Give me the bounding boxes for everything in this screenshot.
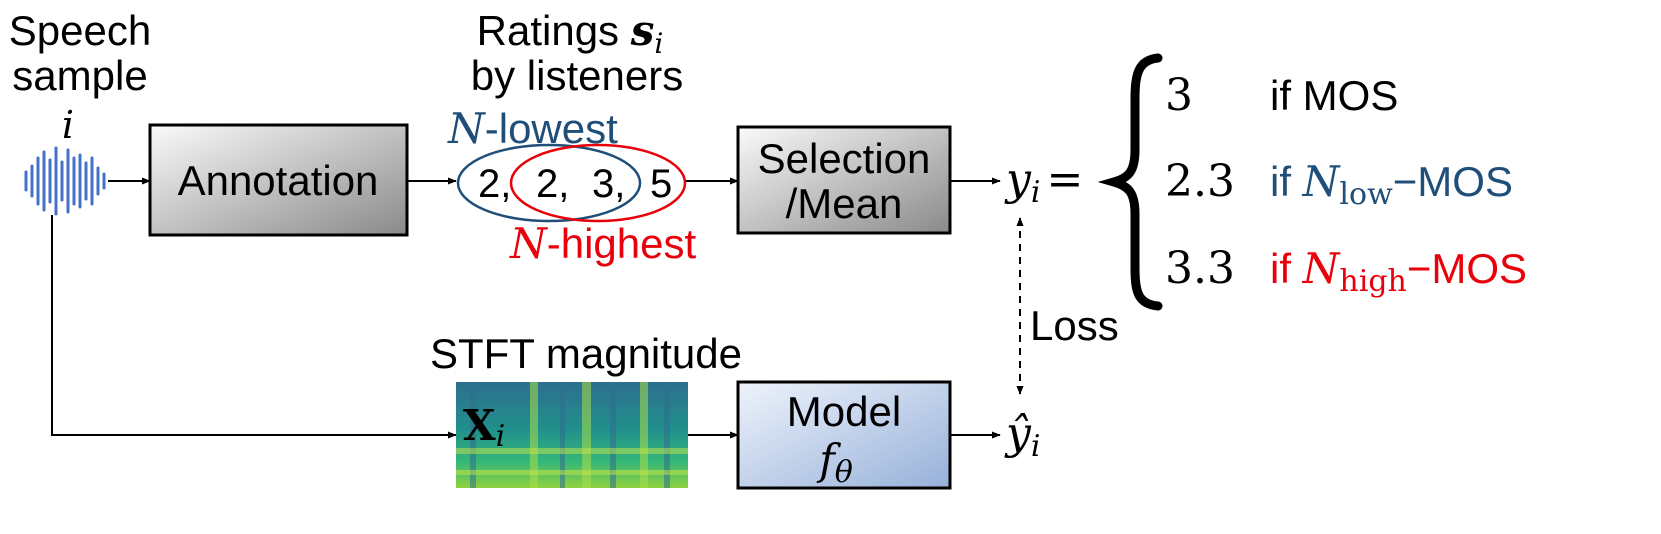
ratings-title-text: Ratings [477, 7, 631, 54]
waveform-icon [24, 146, 106, 216]
model-label: Model [787, 388, 901, 435]
speech-label-line1: Speech [9, 7, 151, 54]
rating-value-1: 2, [478, 162, 511, 206]
case-nlow-var: N [1302, 157, 1341, 206]
target-label: yi= [1004, 154, 1083, 210]
prediction-var: ŷ [1004, 408, 1032, 459]
prediction-sub: i [1031, 429, 1041, 464]
case-nhigh-suffix: −MOS [1407, 245, 1527, 292]
selection-mean-box [736, 125, 952, 235]
stft-symbol: Xi [463, 401, 505, 454]
annotation-label: Annotation [178, 157, 379, 204]
mean-label: /Mean [786, 180, 903, 227]
target-equals: = [1046, 154, 1083, 205]
annotation-box [148, 123, 409, 237]
n-highest-text: -highest [547, 220, 697, 267]
stft-spectrogram [456, 382, 688, 488]
case-nhigh-condition: if Nhigh−MOS [1270, 244, 1527, 299]
case-nlow-condition: if Nlow−MOS [1270, 157, 1513, 212]
n-lowest-var: N [447, 104, 486, 153]
speech-label-line2: sample [12, 52, 147, 99]
cases-brace [1097, 53, 1163, 311]
case-nhigh-sub: high [1339, 264, 1406, 299]
prediction-label: ŷi [1004, 408, 1040, 464]
n-lowest-ellipse [456, 143, 642, 223]
case-mos-value: 3 [1165, 70, 1193, 121]
stft-title: STFT magnitude [430, 330, 742, 377]
loss-label: Loss [1030, 302, 1119, 349]
case-nlow-prefix: if [1270, 158, 1303, 205]
selection-label: Selection [758, 135, 931, 182]
model-function-sub: θ [835, 455, 853, 490]
sample-index: i [62, 103, 74, 147]
ratings-symbol-sub: i [654, 27, 663, 60]
ratings-symbol: s [630, 6, 655, 55]
n-highest-label: N-highest [509, 219, 697, 268]
case-nhigh-var: N [1302, 244, 1341, 293]
stft-symbol-x: X [463, 401, 496, 450]
target-sub: i [1031, 175, 1041, 210]
case-mos-condition: if MOS [1270, 72, 1398, 119]
case-nhigh-prefix: if [1270, 245, 1303, 292]
rating-value-3: 3, [592, 162, 625, 206]
rating-value-2: 2, [536, 162, 569, 206]
n-highest-var: N [509, 219, 548, 268]
case-mos-prefix: if [1270, 72, 1303, 119]
case-nlow-sub: low [1339, 177, 1393, 212]
case-mos-suffix: MOS [1303, 72, 1399, 119]
stft-symbol-sub: i [496, 419, 506, 454]
ratings-title: Ratings si [477, 6, 664, 60]
target-var: y [1004, 154, 1032, 205]
case-nlow-value: 2.3 [1165, 156, 1235, 207]
case-nlow-suffix: −MOS [1393, 158, 1513, 205]
arrow-to-stft [51, 215, 457, 439]
case-nhigh-value: 3.3 [1165, 243, 1235, 294]
ratings-by-listeners: by listeners [471, 52, 683, 99]
n-highest-ellipse [509, 143, 687, 223]
rating-value-4: 5 [650, 162, 672, 206]
